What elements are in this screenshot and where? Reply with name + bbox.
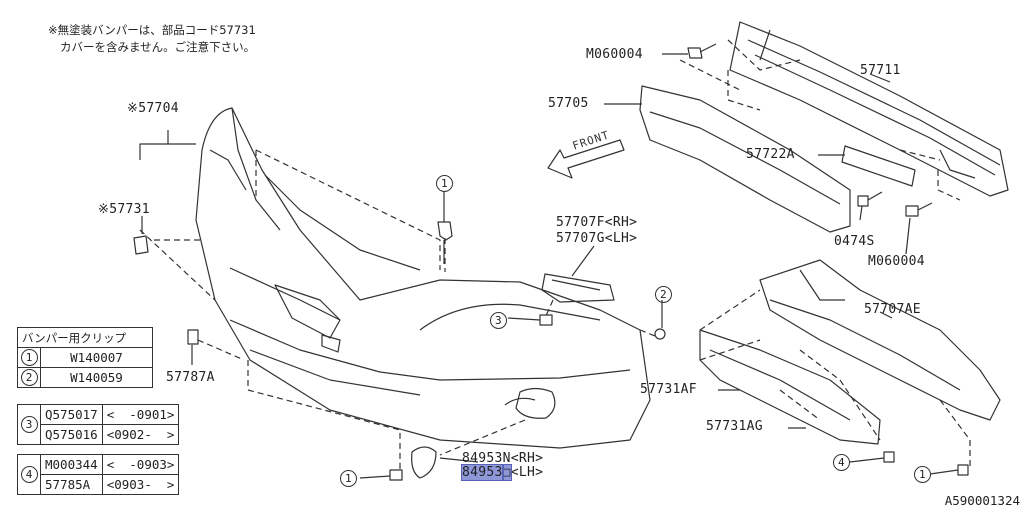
bolt-3-part-1[interactable]: Q575017 [40,404,103,425]
table-row[interactable]: Q575016 <0902- > [18,424,180,445]
label-57731[interactable]: ※57731 [98,202,150,217]
clip-part-2[interactable]: W140059 [40,367,153,388]
bumper-clip-table: バンパー用クリップ 1 W140007 2 W140059 [17,327,153,388]
label-M060004-bottom[interactable]: M060004 [868,254,925,269]
clip-num-2: 2 [20,369,38,386]
label-57731AG[interactable]: 57731AG [706,419,763,434]
bumper-cover-outline [195,107,651,449]
callout-2[interactable]: 2 [655,286,672,303]
callout-4[interactable]: 4 [833,454,850,471]
diagram-reference-code: A590001324 [944,493,1020,508]
table-row[interactable]: 3 Q575017 < -0901> [17,404,180,445]
label-57722A[interactable]: 57722A [746,147,795,162]
callout-3[interactable]: 3 [490,312,507,329]
label-84953-lh-suffix: <LH> [510,465,544,480]
label-57704[interactable]: ※57704 [127,101,179,116]
note-line-1: ※無塗装バンパーは、部品コード57731 [48,23,256,37]
label-57705[interactable]: 57705 [548,96,589,111]
table-row[interactable]: 4 M000344 < -0903> [17,454,180,495]
reinforcement-beam-outline [729,21,1009,197]
absorber-foam-outline [639,85,851,233]
unpainted-bumper-note: ※無塗装バンパーは、部品コード57731 カバーを含みません。ご注意下さい。 [48,22,256,56]
callout-1-bottom-right[interactable]: 1 [914,466,931,483]
label-M060004-top[interactable]: M060004 [586,47,643,62]
label-57731AF[interactable]: 57731AF [640,382,697,397]
label-57707AE[interactable]: 57707AE [864,302,921,317]
table-row[interactable]: 57785A <0903- > [18,474,180,495]
label-84953-lh-box: □ [501,464,512,481]
callout-1-top[interactable]: 1 [436,175,453,192]
label-84953N[interactable]: 84953N<RH> [462,451,544,466]
lower-cover-outline [699,329,881,445]
note-line-2: カバーを含みません。ご注意下さい。 [60,40,256,54]
bolt-4-range-1: < -0903> [101,454,180,475]
label-84953-lh-code[interactable]: 84953 [461,464,504,481]
callout-1-bottom-left[interactable]: 1 [340,470,357,487]
bolt-3-range-2: <0902- > [101,424,180,445]
clip-num-1: 1 [20,349,38,366]
bolt-3-part-2[interactable]: Q575016 [40,424,103,445]
label-57787A[interactable]: 57787A [166,370,215,385]
bolt-4-range-2: <0903- > [101,474,180,495]
bolt-3-range-1: < -0901> [101,404,180,425]
bolt-4-part-1[interactable]: M000344 [40,454,103,475]
bolt-table-3: 3 Q575017 < -0901> Q575016 <0902- > [17,404,180,445]
bolt-3-num: 3 [20,416,38,433]
clip-table-header: バンパー用クリップ [17,327,153,348]
bolt-4-num: 4 [20,466,38,483]
table-row[interactable]: 2 W140059 [17,367,153,388]
clip-part-1[interactable]: W140007 [40,347,153,368]
bolt-table-4: 4 M000344 < -0903> 57785A <0903- > [17,454,180,495]
table-row[interactable]: 1 W140007 [17,347,153,368]
lower-beam-outline [759,259,1001,421]
bolt-4-part-2[interactable]: 57785A [40,474,103,495]
label-0474S[interactable]: 0474S [834,234,875,249]
label-84953-lh[interactable]: 84953□<LH> [461,464,544,481]
label-57707F[interactable]: 57707F<RH> [556,215,638,230]
label-57707G[interactable]: 57707G<LH> [556,231,638,246]
label-57711[interactable]: 57711 [860,63,901,78]
